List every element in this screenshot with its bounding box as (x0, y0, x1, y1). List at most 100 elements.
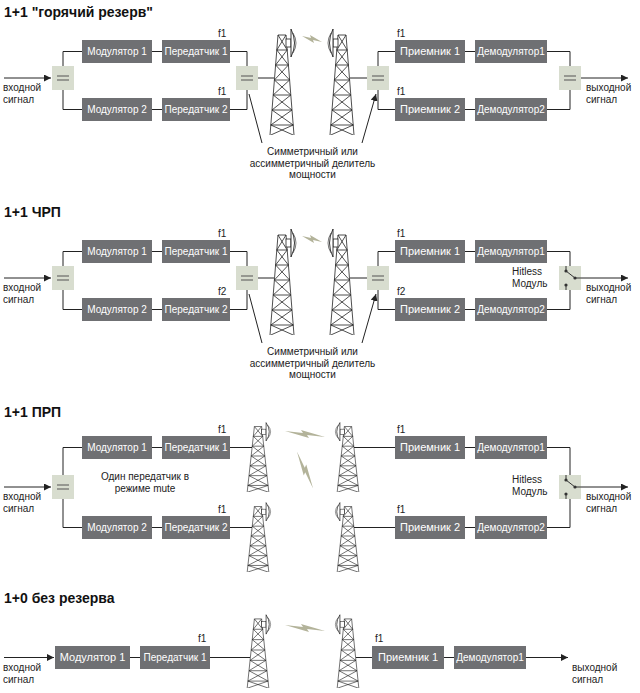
frequency-label: f1 (397, 228, 405, 240)
box-text: Демодулятор1 (477, 246, 545, 257)
box-text: Передатчик 1 (165, 442, 228, 453)
process-box: Демодулятор1 (475, 436, 547, 459)
process-box: Модулятор 1 (82, 436, 152, 459)
section-title: 1+1 ПРП (4, 404, 61, 420)
process-box: Демодулятор1 (454, 646, 526, 669)
process-box: Передатчик 1 (162, 240, 230, 263)
box-text: Демодулятор2 (477, 104, 545, 115)
process-box: Передатчик 2 (162, 98, 230, 121)
section-title: 1+0 без резерва (4, 590, 115, 606)
process-box: Приемник 2 (395, 516, 465, 539)
signal-line (152, 51, 162, 52)
process-box: Модулятор 2 (82, 298, 152, 321)
process-box: Приемник 2 (395, 298, 465, 321)
box-text: Модулятор 2 (87, 104, 147, 115)
box-text: Приемник 2 (400, 103, 460, 115)
signal-label: выходной сигнал (586, 491, 636, 514)
hitless-switch (559, 475, 581, 499)
box-text: Модулятор 2 (87, 304, 147, 315)
input-arrow (4, 657, 54, 658)
signal-line (465, 251, 475, 252)
hitless-switch (559, 266, 581, 290)
process-box: Передатчик 2 (162, 298, 230, 321)
box-text: Приемник 1 (378, 651, 438, 663)
signal-line (130, 657, 140, 658)
process-box: Приемник 1 (395, 436, 465, 459)
radio-tower (247, 423, 270, 492)
signal-line (465, 527, 475, 528)
radio-link (285, 624, 325, 632)
box-text: Модулятор 1 (87, 46, 147, 57)
process-box: Приемник 1 (372, 646, 444, 669)
frequency-label: f1 (218, 28, 226, 40)
signal-label: входной сигнал (3, 82, 53, 105)
hot-standby-chain (4, 29, 628, 143)
frequency-label: f1 (397, 504, 405, 516)
box-text: Передатчик 2 (165, 522, 228, 533)
box-text: Модулятор 1 (87, 246, 147, 257)
process-box: Демодулятор2 (475, 98, 547, 121)
frequency-label: f1 (218, 504, 226, 516)
radio-tower (247, 615, 270, 688)
wire (230, 448, 252, 528)
box-text: Модулятор 1 (60, 651, 126, 663)
box-text: Передатчик 1 (165, 246, 228, 257)
signal-label: выходной сигнал (586, 82, 636, 105)
signal-label: входной сигнал (3, 491, 53, 514)
input-arrow (4, 487, 51, 488)
process-box: Приемник 1 (395, 240, 465, 263)
frequency-label: f1 (218, 86, 226, 98)
wire (354, 448, 395, 528)
wire (210, 657, 250, 658)
power-splitter (559, 66, 581, 90)
frequency-diversity-chain (4, 229, 628, 343)
frequency-label: f1 (218, 228, 226, 240)
signal-line (465, 51, 475, 52)
signal-line (152, 309, 162, 310)
process-box: Демодулятор1 (475, 240, 547, 263)
wire (356, 657, 372, 658)
frequency-label: f2 (397, 286, 405, 298)
box-text: Приемник 2 (400, 303, 460, 315)
frequency-label: f1 (397, 28, 405, 40)
frequency-label: f1 (375, 633, 383, 645)
box-text: Приемник 1 (400, 245, 460, 257)
process-box: Передатчик 1 (162, 436, 230, 459)
radio-tower (335, 503, 358, 572)
signal-label: входной сигнал (3, 662, 53, 685)
box-text: Модулятор 1 (87, 442, 147, 453)
process-box: Модулятор 2 (82, 516, 152, 539)
radio-tower (335, 615, 358, 688)
signal-line (152, 527, 162, 528)
frequency-label: f1 (397, 86, 405, 98)
section-title: 1+1 "горячий резерв" (4, 4, 153, 20)
switch-label: Hitless Модуль (512, 474, 556, 497)
box-text: Демодулятор2 (477, 522, 545, 533)
box-text: Передатчик 2 (165, 104, 228, 115)
radio-link (285, 430, 325, 438)
box-text: Демодулятор1 (477, 46, 545, 57)
section-title: 1+1 ЧРП (4, 204, 61, 220)
radio-tower (247, 503, 270, 572)
frequency-label: f1 (198, 633, 206, 645)
signal-line (465, 447, 475, 448)
process-box: Демодулятор2 (475, 298, 547, 321)
box-text: Приемник 2 (400, 521, 460, 533)
signal-label: выходной сигнал (572, 662, 622, 685)
switch-label: Hitless Модуль (512, 266, 556, 289)
output-arrow (526, 657, 568, 658)
radio-tower (335, 423, 358, 492)
no-standby-chain (4, 615, 568, 688)
splitter-note: Симметричный или ассимметричный делитель… (230, 146, 395, 181)
box-text: Приемник 1 (400, 45, 460, 57)
box-text: Приемник 1 (400, 441, 460, 453)
signal-label: входной сигнал (3, 282, 53, 305)
signal-line (152, 251, 162, 252)
space-diversity-chain (4, 423, 628, 572)
process-box: Модулятор 1 (82, 40, 152, 63)
process-box: Модулятор 1 (82, 240, 152, 263)
radio-link (291, 451, 319, 489)
frequency-label: f2 (218, 286, 226, 298)
box-text: Передатчик 1 (144, 652, 207, 663)
